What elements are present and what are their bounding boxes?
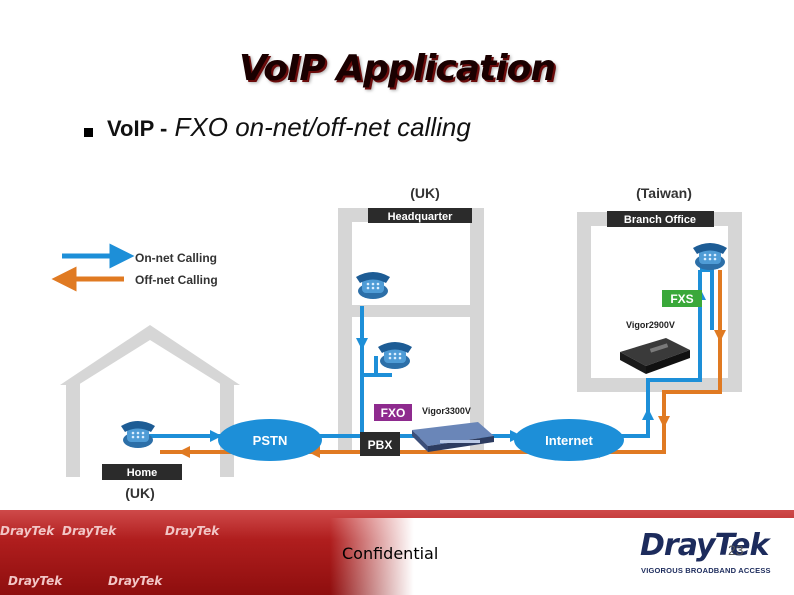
pstn-label: PSTN	[253, 433, 288, 448]
hq-phone-upper-icon	[356, 272, 390, 299]
branch-phone-icon	[693, 243, 727, 270]
headquarter-label-box	[368, 208, 472, 223]
slide-subtitle: VoIP - FXO on-net/off-net calling	[107, 112, 471, 143]
fxs-badge	[662, 290, 702, 307]
hq-phone-lower-icon	[378, 342, 412, 369]
fxo-label: FXO	[381, 406, 406, 420]
fxo-badge	[374, 404, 412, 421]
internet-cloud	[514, 419, 624, 461]
watermark-logo: DrayTek	[165, 524, 220, 538]
watermark-logo: DrayTek	[0, 524, 55, 538]
location-uk-top: (UK)	[410, 185, 440, 201]
subtitle-prefix: VoIP -	[107, 116, 168, 141]
vigor3300-label: Vigor3300V	[422, 406, 471, 416]
legend-on-net-label: On-net Calling	[135, 251, 217, 265]
watermark-logo: DrayTek	[108, 574, 163, 588]
home-building	[60, 325, 240, 477]
location-uk-bottom: (UK)	[125, 485, 155, 501]
watermark-logo: DrayTek	[8, 574, 63, 588]
branch-office-label-box	[607, 211, 714, 227]
vigor2900-label: Vigor2900V	[626, 320, 675, 330]
draytek-logo: DrayTek	[640, 528, 770, 563]
logo-dray: Dray	[640, 528, 716, 563]
logo-tagline: VIGOROUS BROADBAND ACCESS	[641, 566, 771, 575]
vigor2900-router-icon	[620, 338, 690, 374]
pbx-box	[360, 432, 400, 456]
slide-title: VoIP Application	[239, 48, 556, 89]
footer-white-panel	[330, 518, 794, 595]
home-label: Home	[127, 467, 158, 479]
headquarter-label: Headquarter	[388, 211, 454, 223]
vigor3300-router-icon	[412, 422, 494, 452]
bullet-marker	[84, 128, 93, 137]
page-number: 23	[728, 542, 744, 558]
watermark-logo: DrayTek	[62, 524, 117, 538]
home-label-box	[102, 464, 182, 480]
legend-off-net-label: Off-net Calling	[135, 273, 218, 287]
branch-office-label: Branch Office	[624, 214, 696, 226]
internet-label: Internet	[545, 433, 593, 448]
confidential-label: Confidential	[342, 544, 439, 563]
fxs-label: FXS	[670, 292, 693, 306]
pbx-label: PBX	[368, 438, 393, 452]
logo-tek: Tek	[714, 528, 770, 563]
pstn-cloud	[218, 419, 322, 461]
location-taiwan: (Taiwan)	[636, 185, 692, 201]
subtitle-text: FXO on-net/off-net calling	[167, 112, 471, 142]
